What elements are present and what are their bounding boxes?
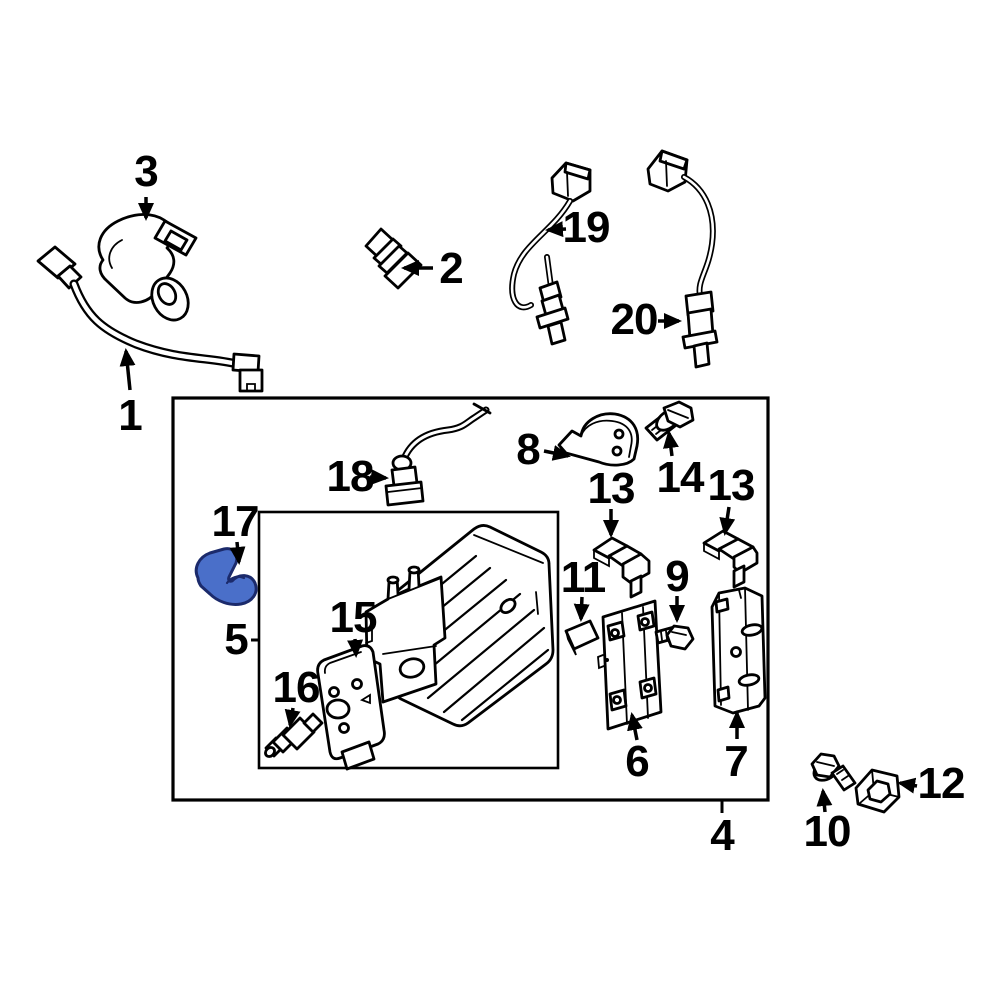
part-16-fitting [264,712,324,758]
part-6-bracket [597,599,663,731]
callout-20: 20 [610,295,659,344]
callout-1: 1 [118,391,143,440]
callout-17: 17 [211,497,260,546]
callout-9: 9 [665,552,690,601]
callout-8: 8 [516,425,541,474]
part-18-tube-connector [384,402,492,507]
part-13-clip-right [702,529,759,589]
callout-5: 5 [224,615,249,664]
part-7-tall-bracket [710,586,767,715]
leader-arrows [119,197,918,813]
callout-19: 19 [562,203,611,252]
part-15-valve-plate [316,644,386,771]
callout-18: 18 [326,452,375,501]
part-10-bolt [810,752,857,792]
part-11-pad [564,619,600,656]
callout-7: 7 [724,737,749,786]
callout-10: 10 [803,807,852,856]
part-14-bolt [644,400,695,442]
part-20-oxygen-sensor [646,149,719,369]
callout-2: 2 [439,244,464,293]
part-1-tube-assembly [36,245,264,393]
callout-16: 16 [272,663,321,712]
part-17-highlighted-elbow [194,547,258,606]
part-12-clip-nut [854,768,901,814]
canister-valve-block [364,565,447,704]
part-9-bolt [654,624,695,651]
callout-14: 14 [656,453,705,502]
part-2-sensor [364,227,423,290]
part-8-bracket [557,412,640,467]
part-19-oxygen-sensor [509,161,592,346]
callout-3: 3 [134,147,159,196]
callout-11: 11 [560,553,607,602]
callout-4: 4 [710,811,735,860]
callout-15: 15 [329,593,378,642]
part-3-elbow-tube [97,213,198,322]
callout-13-right: 13 [707,461,756,510]
callout-6: 6 [625,737,650,786]
part-13-clip-left [592,536,651,599]
outer-assembly-box [171,396,770,802]
callout-12: 12 [917,759,966,808]
callout-13-left: 13 [587,464,636,513]
